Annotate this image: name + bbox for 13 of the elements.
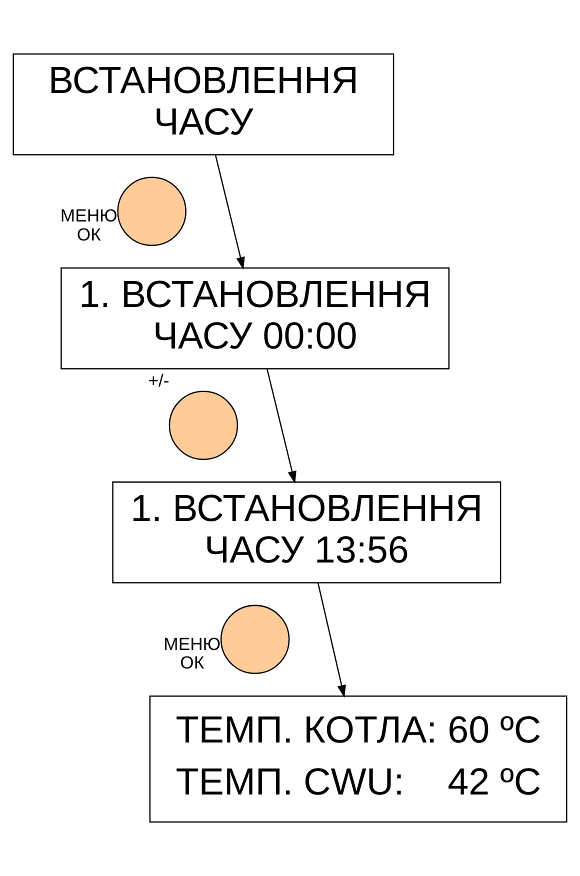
node-box: 1. ВСТАНОВЛЕННЯ ЧАСУ 13:56 <box>112 481 502 584</box>
node-label: МЕНЮ ОК <box>60 206 118 245</box>
node-circle <box>220 604 290 674</box>
node-circle <box>117 176 186 246</box>
node-box: 1. ВСТАНОВЛЕННЯ ЧАСУ 00:00 <box>60 267 450 370</box>
node-box: ВСТАНОВЛЕННЯ ЧАСУ <box>12 53 394 156</box>
node-circle <box>168 390 238 460</box>
node-box: ТЕМП. КОТЛА: 60 ºC ТЕМП. CWU: 42 ºC <box>149 695 568 823</box>
arrow <box>214 155 245 270</box>
arrow <box>317 582 346 698</box>
arrow <box>266 369 296 484</box>
node-label: +/- <box>148 370 170 391</box>
node-label: МЕНЮ ОК <box>164 634 221 673</box>
